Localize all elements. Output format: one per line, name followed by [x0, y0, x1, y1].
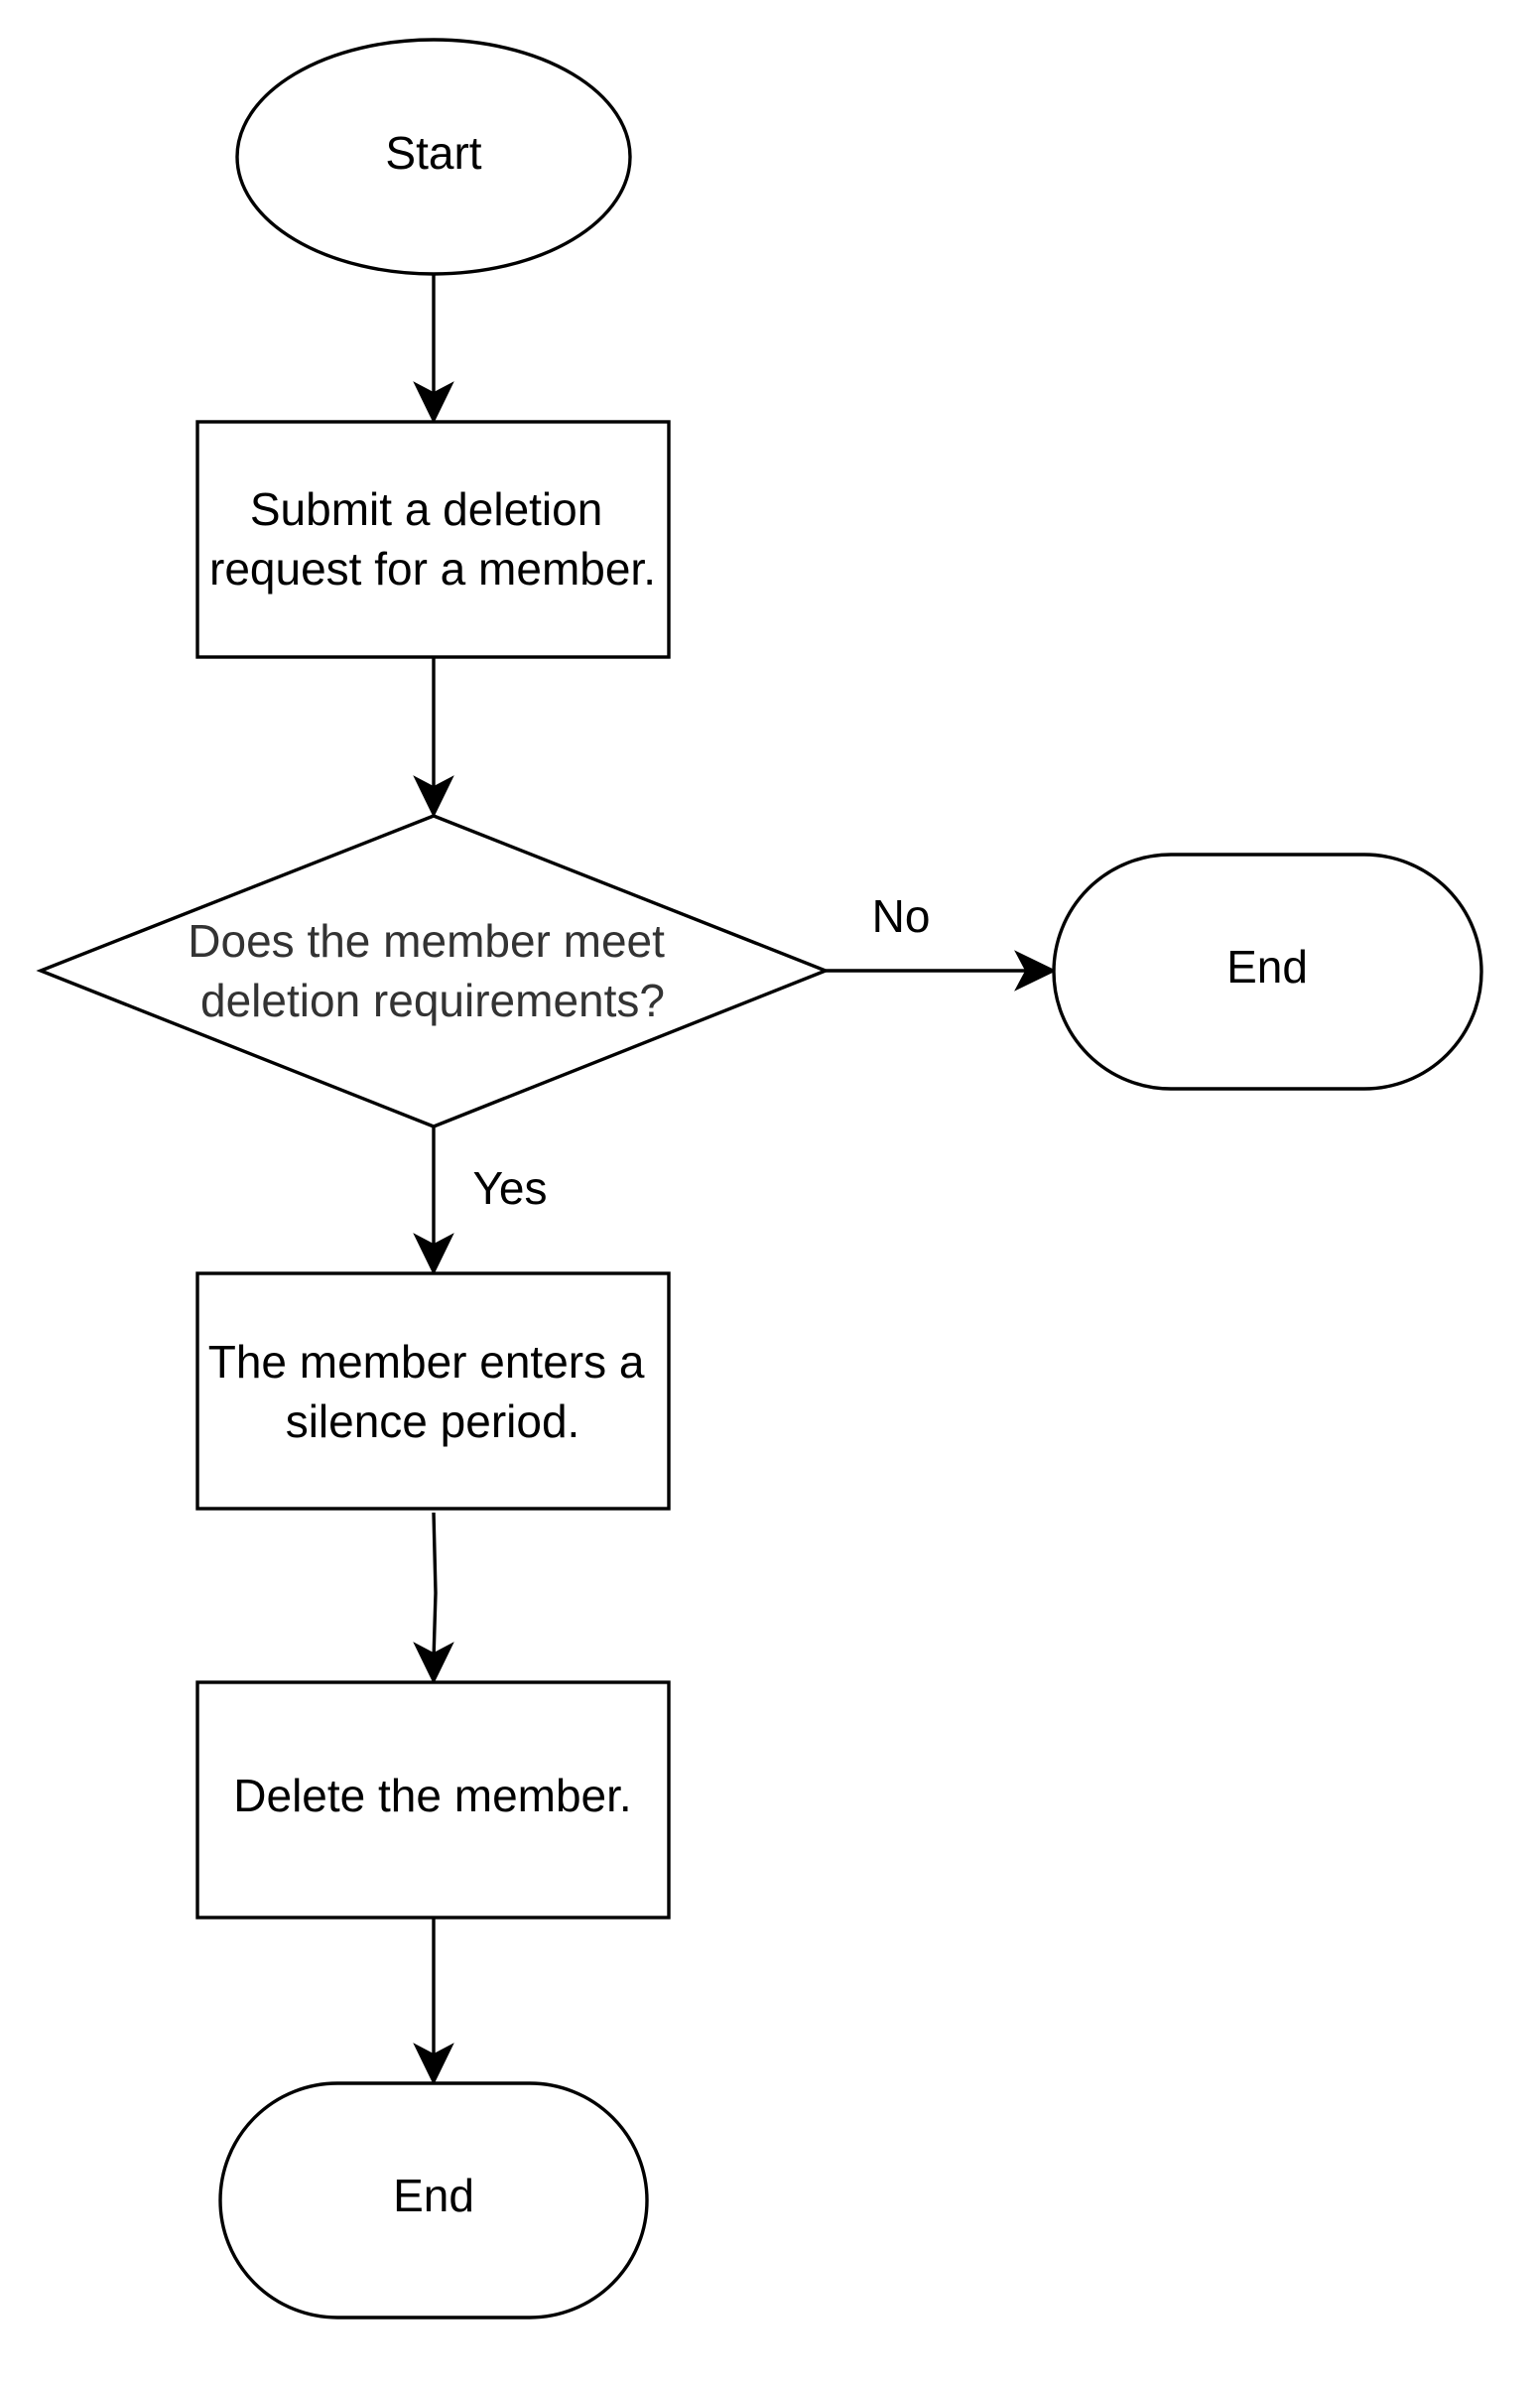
arrowhead-icon: [413, 1233, 454, 1275]
decision-line-2: deletion requirements?: [200, 975, 665, 1026]
decision-line-1: Does the member meet: [188, 915, 665, 967]
start-label: Start: [385, 127, 481, 179]
edge-delete-to-end: [413, 1918, 454, 2085]
decision-label: Does the member meet deletion requiremen…: [188, 915, 677, 1026]
end-node-final: End: [218, 2081, 649, 2320]
arrowhead-icon: [1014, 950, 1057, 992]
delete-member-label: Delete the member.: [233, 1770, 631, 1821]
end-no-branch-label: End: [1226, 941, 1308, 993]
edge-start-to-submit: [413, 274, 454, 424]
arrowhead-icon: [413, 2043, 454, 2085]
decision-node: Does the member meet deletion requiremen…: [36, 814, 831, 1128]
edge-submit-to-decision: [413, 657, 454, 818]
arrowhead-icon: [413, 775, 454, 818]
submit-request-label: Submit a deletion request for a member.: [209, 483, 656, 595]
silence-period-line-2: silence period.: [286, 1395, 580, 1447]
silence-period-node: The member enters a silence period.: [195, 1271, 671, 1511]
edge-decision-no: No: [826, 890, 1057, 992]
end-final-label: End: [393, 2170, 474, 2221]
silence-period-line-1: The member enters a: [208, 1336, 645, 1388]
submit-request-node: Submit a deletion request for a member.: [195, 420, 671, 659]
no-edge-label: No: [872, 890, 931, 942]
edge-silence-to-delete: [413, 1512, 454, 1684]
arrowhead-icon: [413, 381, 454, 424]
yes-edge-label: Yes: [472, 1162, 547, 1214]
silence-period-label: The member enters a silence period.: [208, 1336, 658, 1447]
submit-request-line-1: Submit a deletion: [250, 483, 602, 535]
delete-member-node: Delete the member.: [195, 1680, 671, 1920]
start-node: Start: [235, 38, 632, 276]
submit-request-line-2: request for a member.: [209, 543, 656, 595]
edge-decision-yes: Yes: [413, 1127, 548, 1275]
arrowhead-icon: [413, 1642, 454, 1684]
end-node-no-branch: End: [1052, 853, 1483, 1091]
